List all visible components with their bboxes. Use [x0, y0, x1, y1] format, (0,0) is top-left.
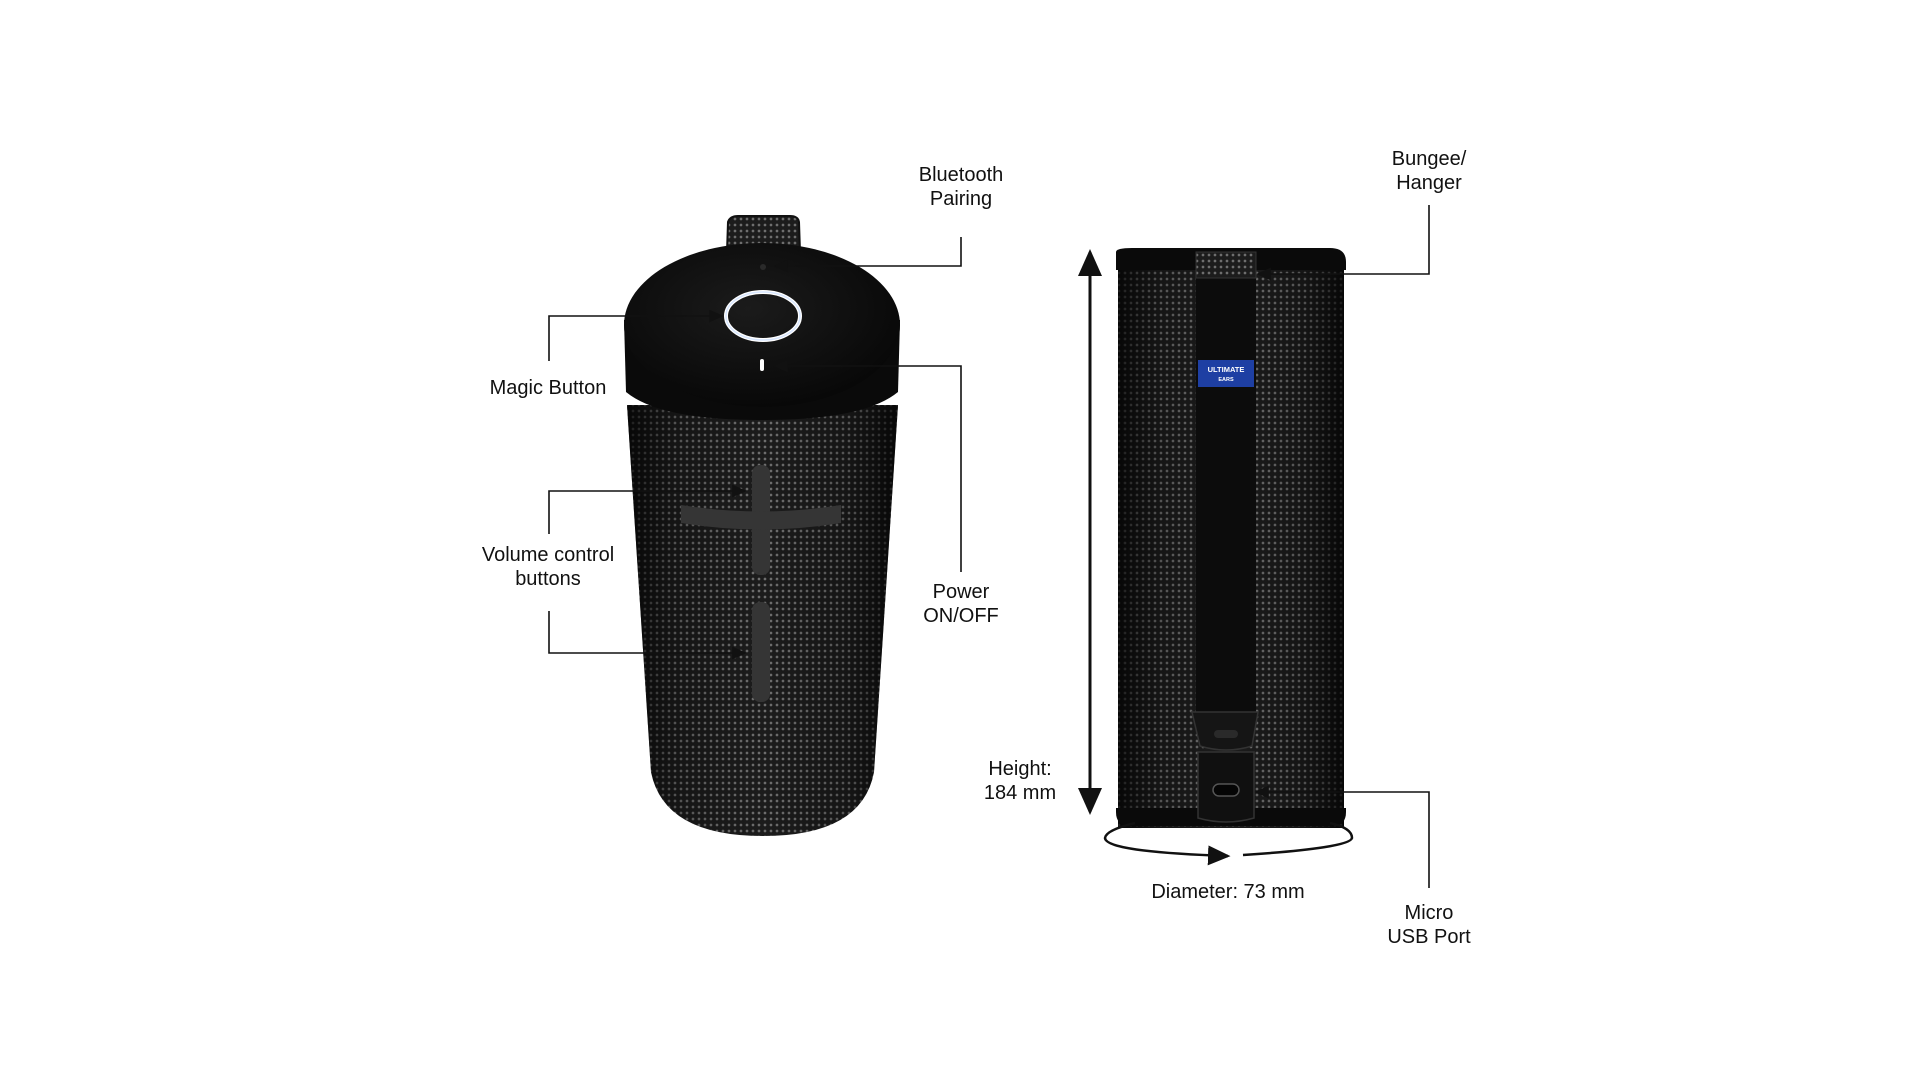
label-bluetooth-line1: Bluetooth — [918, 164, 1004, 186]
label-volume-line2: buttons — [515, 568, 581, 590]
label-usb-line1: Micro — [1404, 902, 1454, 924]
label-volume-control: Volume control buttons — [460, 543, 636, 591]
label-height: Height: 184 mm — [970, 757, 1070, 805]
label-bluetooth-pairing: Bluetooth Pairing — [900, 163, 1022, 211]
brand-badge-line2: EARS — [1218, 377, 1234, 383]
leader-volume-down — [548, 611, 747, 660]
label-bluetooth-line2: Pairing — [929, 188, 993, 210]
label-height-line2: 184 mm — [983, 782, 1057, 804]
label-micro-usb: Micro USB Port — [1369, 901, 1489, 949]
label-power-on-off: Power ON/OFF — [900, 580, 1022, 628]
leader-magic-button — [548, 309, 724, 361]
label-bungee-line1: Bungee/ — [1391, 148, 1467, 170]
bluetooth-pairing-button[interactable] — [760, 264, 766, 270]
diameter-arc-right — [1242, 821, 1354, 857]
leader-power — [773, 359, 962, 572]
leader-micro-usb — [1254, 785, 1430, 888]
speaker-back-view: ULTIMATE EARS — [1116, 248, 1346, 828]
power-button[interactable] — [760, 359, 764, 371]
label-bungee-line2: Hanger — [1396, 172, 1462, 194]
micro-usb-port[interactable] — [1212, 783, 1240, 797]
volume-down-button[interactable] — [752, 602, 770, 702]
label-power-line2: ON/OFF — [923, 605, 999, 627]
leader-bungee — [1256, 205, 1430, 281]
volume-up-crossbar — [681, 505, 841, 530]
diameter-arc-left — [1103, 821, 1231, 866]
brand-badge — [1198, 360, 1254, 387]
bungee-strap — [1196, 268, 1256, 716]
label-height-line1: Height: — [988, 758, 1052, 780]
label-power-line1: Power — [932, 581, 990, 603]
hanger-loop-top — [725, 215, 802, 253]
bungee-hanger[interactable] — [1195, 251, 1257, 279]
label-diameter-line1: Diameter: 73 mm — [1151, 881, 1305, 903]
label-magic-button-line1: Magic Button — [489, 377, 607, 399]
brand-badge-line1: ULTIMATE — [1208, 365, 1245, 374]
label-usb-line2: USB Port — [1387, 926, 1471, 948]
speaker-front-view — [624, 215, 900, 836]
label-bungee-hanger: Bungee/ Hanger — [1369, 147, 1489, 195]
label-diameter: Diameter: 73 mm — [1120, 880, 1336, 904]
leader-lines — [548, 205, 1430, 888]
leader-bluetooth — [773, 237, 962, 273]
label-volume-line1: Volume control — [481, 544, 615, 566]
label-magic-button: Magic Button — [468, 376, 628, 400]
leader-volume-up — [548, 484, 747, 534]
